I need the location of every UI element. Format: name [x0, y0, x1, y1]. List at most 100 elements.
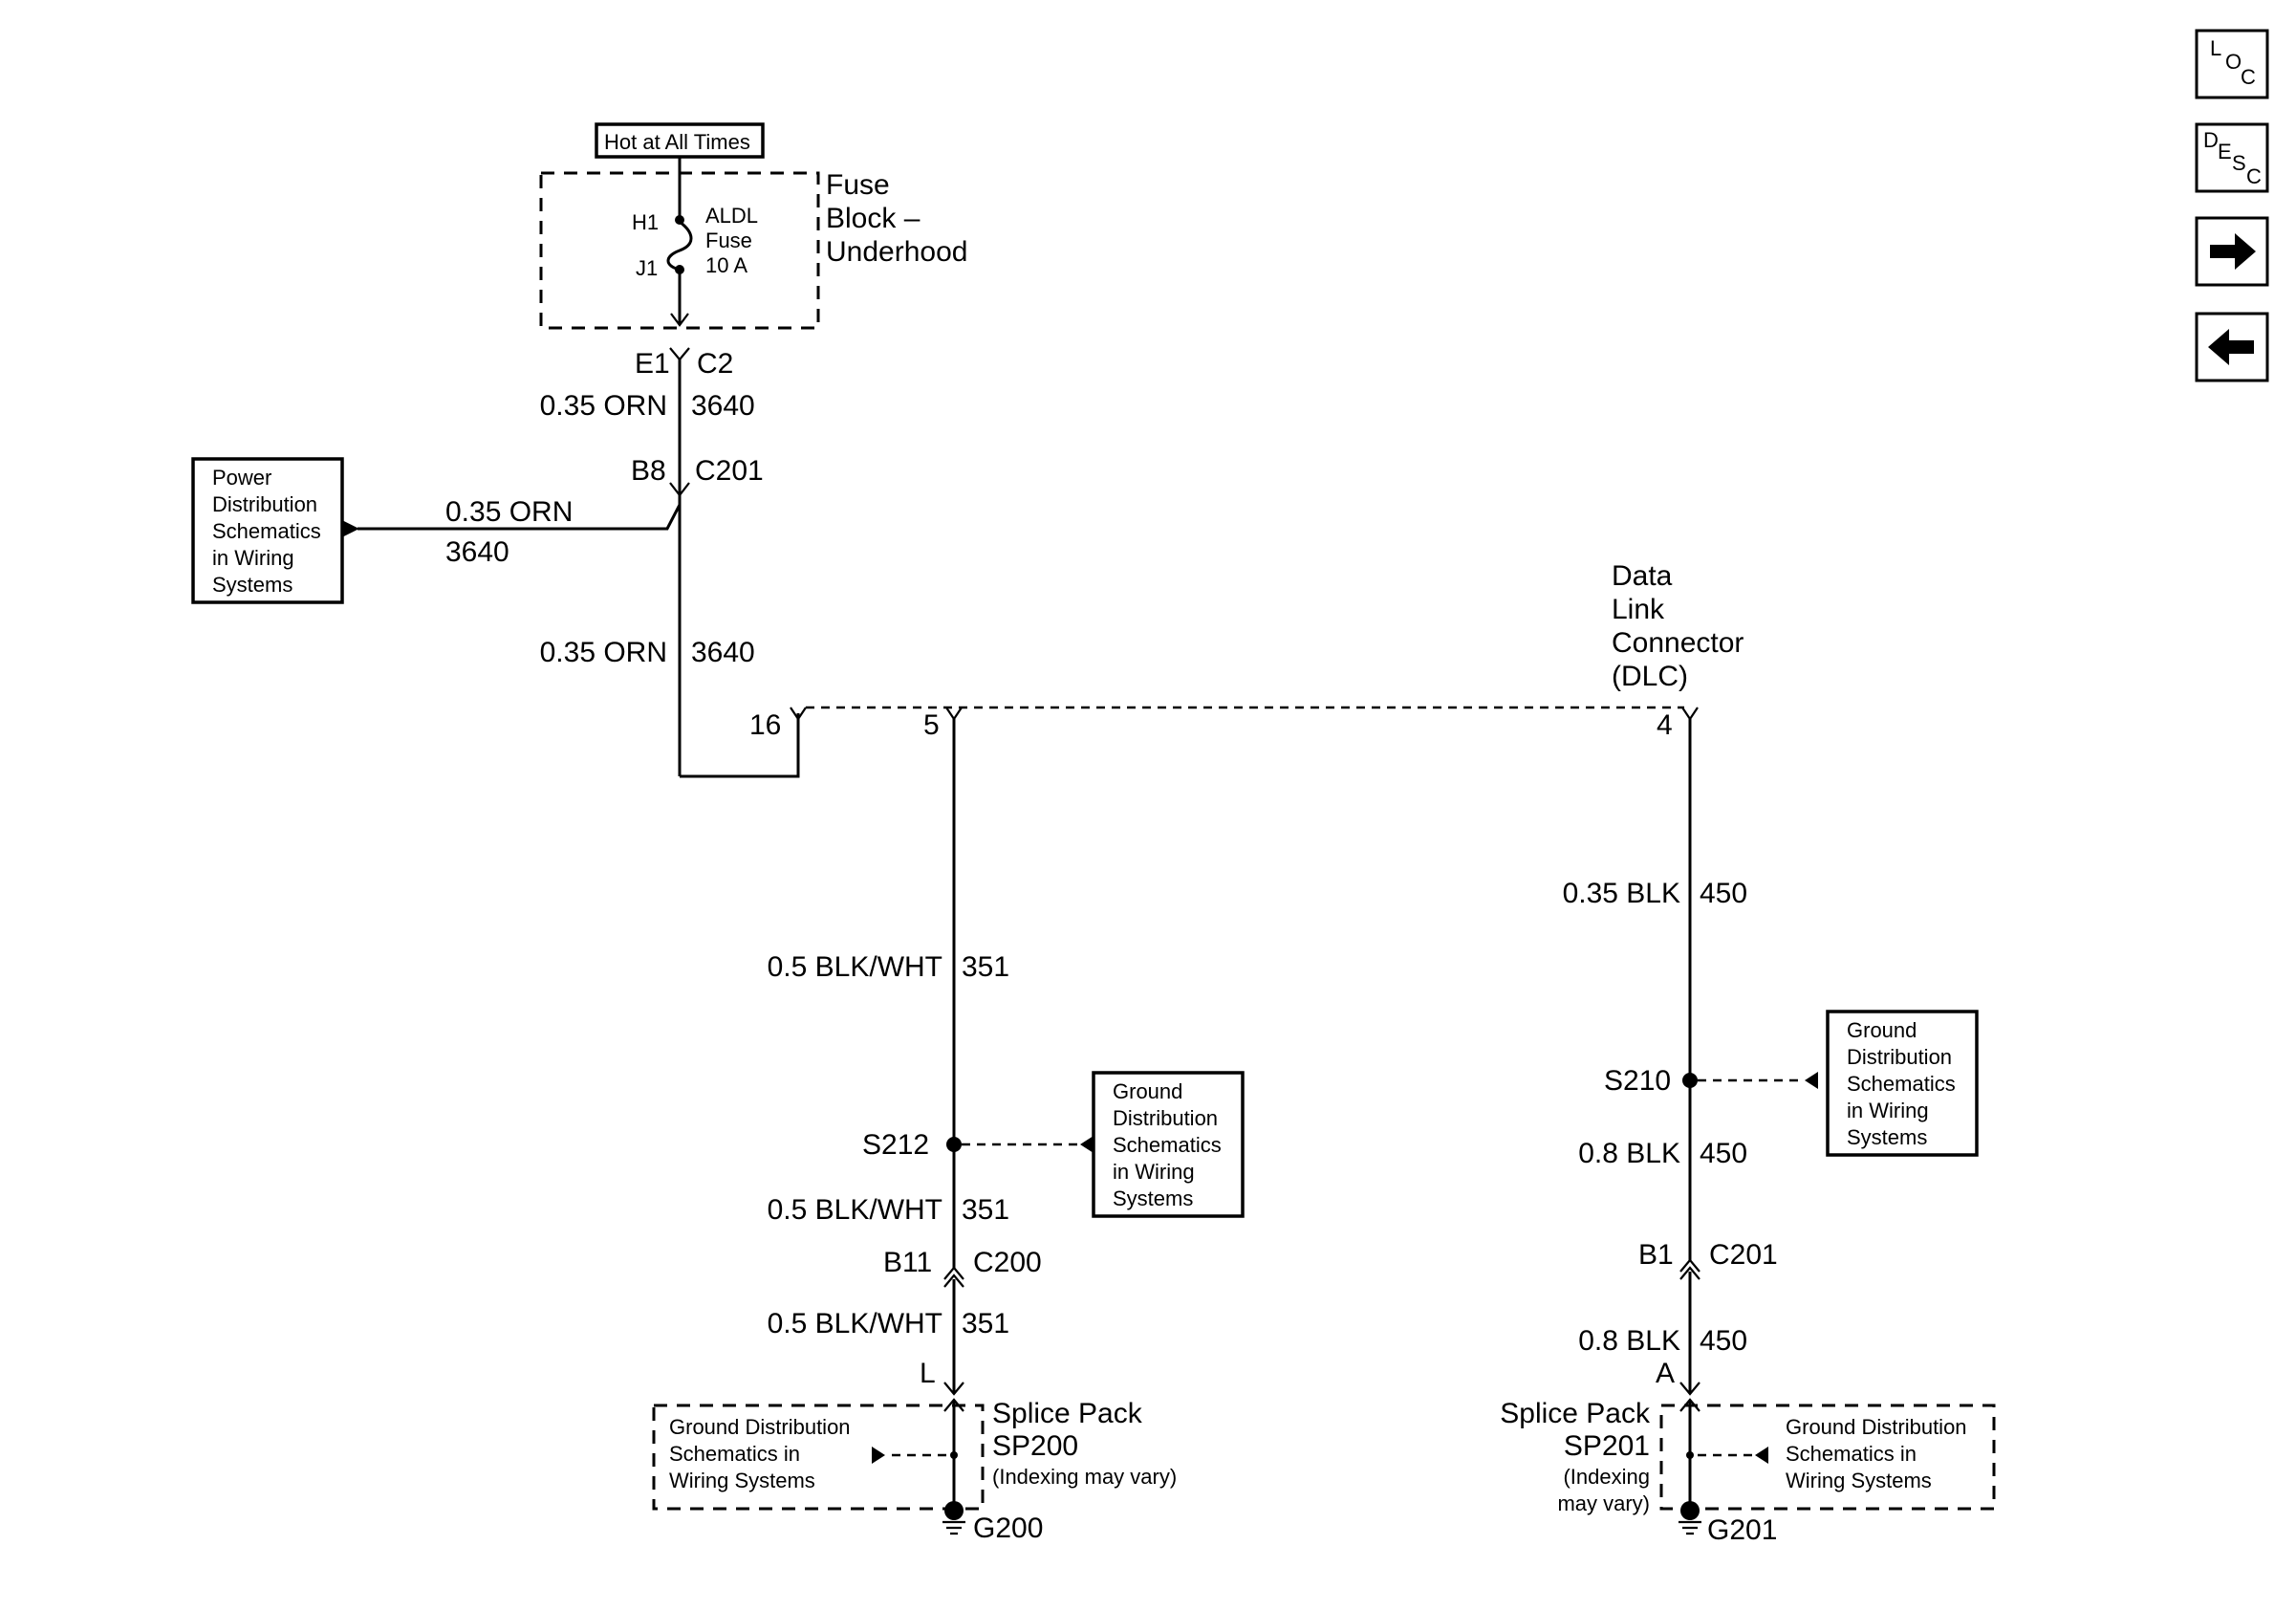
fuse-rating: 10 A: [705, 253, 747, 277]
fuse-name: Fuse: [705, 229, 752, 252]
fuse-block-title: Underhood: [826, 236, 967, 268]
wire-gauge-label: 0.5 BLK/WHT: [768, 1194, 942, 1226]
desc-letter: S: [2232, 151, 2246, 175]
ground-ref-inline[interactable]: Ground Distribution: [1786, 1415, 1967, 1439]
prev-page-button[interactable]: [2195, 312, 2269, 382]
wire-gauge-label: 0.5 BLK/WHT: [768, 951, 942, 983]
wire-gauge-label: 0.35 BLK: [1563, 878, 1680, 909]
wire-circuit-label: 3640: [691, 637, 755, 668]
svg-text:Ground: Ground: [1113, 1079, 1182, 1103]
power-distribution-reference-box[interactable]: Power Distribution Schematics in Wiring …: [191, 457, 344, 604]
dlc-pin-4: [1681, 707, 1699, 721]
ground-ref-inline[interactable]: Schematics in: [1786, 1442, 1917, 1466]
splice-pack-id: SP200: [992, 1430, 1078, 1462]
wire-gauge-label: 0.8 BLK: [1578, 1138, 1680, 1169]
ground-icon: [1679, 1520, 1701, 1535]
loc-letter: O: [2225, 50, 2242, 74]
wire-gauge-label: 0.8 BLK: [1578, 1325, 1680, 1357]
dlc-pin-label: 16: [749, 709, 781, 741]
svg-text:Schematics: Schematics: [212, 519, 321, 543]
wire-gauge-label: 0.35 ORN: [540, 637, 667, 668]
connector-c201-label: C201: [1709, 1239, 1778, 1271]
ground-distribution-reference-box[interactable]: Ground Distribution Schematics in Wiring…: [1092, 1071, 1245, 1218]
dlc-title: Link: [1612, 594, 1665, 625]
ground-ref-inline[interactable]: Wiring Systems: [669, 1469, 815, 1492]
connector-c200: [943, 1266, 964, 1288]
arrow-left-icon: [2208, 329, 2254, 365]
connector-c200-label: C200: [973, 1247, 1042, 1278]
wire-circuit-label: 3640: [691, 390, 755, 422]
pin-l: L: [920, 1358, 936, 1389]
wire-circuit-label: 351: [962, 951, 1009, 983]
svg-text:Hot at All Times: Hot at All Times: [604, 130, 750, 154]
hot-at-all-times-label: Hot at All Times: [595, 122, 765, 159]
wire-circuit-label: 450: [1700, 1138, 1747, 1169]
svg-text:Ground: Ground: [1847, 1018, 1917, 1042]
ground-ref-inline[interactable]: Ground Distribution: [669, 1415, 851, 1439]
fuse-name: ALDL: [705, 204, 758, 228]
ground-g201-dot: [1680, 1501, 1700, 1520]
svg-text:in Wiring: in Wiring: [1113, 1160, 1195, 1184]
connector-c201-b1: [1679, 1258, 1700, 1280]
wire-gauge-label: 0.35 ORN: [445, 496, 573, 528]
pin-b1: B1: [1638, 1239, 1674, 1271]
dlc-title: Connector: [1612, 627, 1744, 659]
splice-pack-sp201-outline: [1659, 1404, 1996, 1511]
wire-circuit-label: 351: [962, 1308, 1009, 1339]
wire-circuit-label: 3640: [445, 536, 509, 568]
wire-circuit-label: 450: [1700, 878, 1747, 909]
svg-text:Systems: Systems: [1113, 1186, 1193, 1210]
loc-letter: L: [2210, 36, 2221, 60]
splice-s210: [1682, 1073, 1698, 1088]
splice-pack-title: Splice Pack: [1500, 1398, 1651, 1429]
pin-a: A: [1656, 1358, 1675, 1389]
arrow-right-icon: [2210, 233, 2256, 270]
fuse-pin-h1: H1: [632, 210, 659, 234]
connector-c201-b8: [669, 482, 690, 497]
splice-pack-id: SP201: [1564, 1430, 1650, 1462]
ground-distribution-reference-box[interactable]: Ground Distribution Schematics in Wiring…: [1826, 1010, 1979, 1157]
fuse-pin-j1: J1: [636, 256, 658, 280]
splice-pack-note: may vary): [1557, 1491, 1650, 1515]
svg-text:Schematics: Schematics: [1847, 1072, 1956, 1096]
ground-icon: [942, 1520, 965, 1535]
splice-pack-sp200-outline: [652, 1404, 985, 1511]
splice-label: S210: [1604, 1065, 1671, 1097]
dlc-pin-label: 5: [923, 709, 940, 741]
splice-s212: [946, 1137, 962, 1152]
splice-label: S212: [862, 1129, 929, 1161]
connector-c2: [669, 347, 690, 361]
svg-text:Distribution: Distribution: [1847, 1045, 1952, 1069]
svg-text:in Wiring: in Wiring: [212, 546, 294, 570]
desc-letter: C: [2246, 164, 2262, 188]
dlc-pin-label: 4: [1657, 709, 1673, 741]
pin-e1: E1: [635, 348, 670, 380]
connector-c2-label: C2: [697, 348, 733, 380]
pin-b11: B11: [883, 1247, 932, 1278]
fuse-symbol: [666, 220, 693, 272]
svg-text:Systems: Systems: [212, 573, 292, 597]
wire-circuit-label: 450: [1700, 1325, 1747, 1357]
dlc-pin-5: [945, 707, 963, 721]
ground-ref-inline[interactable]: Wiring Systems: [1786, 1469, 1932, 1492]
next-page-button[interactable]: [2195, 216, 2269, 287]
loc-button[interactable]: L O C: [2195, 29, 2269, 99]
svg-text:Distribution: Distribution: [212, 492, 317, 516]
splice-pack-note: (Indexing: [1563, 1465, 1650, 1489]
dlc-title: (DLC): [1612, 661, 1688, 692]
wire-gauge-label: 0.5 BLK/WHT: [768, 1308, 942, 1339]
splice-pack-title: Splice Pack: [992, 1398, 1143, 1429]
fuse-block-title: Block –: [826, 203, 921, 234]
desc-button[interactable]: D E S C: [2195, 122, 2269, 193]
loc-letter: C: [2241, 65, 2256, 89]
pin-b8: B8: [631, 455, 666, 487]
svg-text:in Wiring: in Wiring: [1847, 1099, 1929, 1122]
ground-label: G201: [1707, 1514, 1777, 1546]
ground-label: G200: [973, 1513, 1043, 1544]
ground-ref-inline[interactable]: Schematics in: [669, 1442, 800, 1466]
desc-letter: D: [2203, 128, 2219, 152]
dlc-pin-16: [790, 707, 807, 721]
ground-g200-dot: [944, 1501, 964, 1520]
fuse-block-title: Fuse: [826, 169, 890, 201]
